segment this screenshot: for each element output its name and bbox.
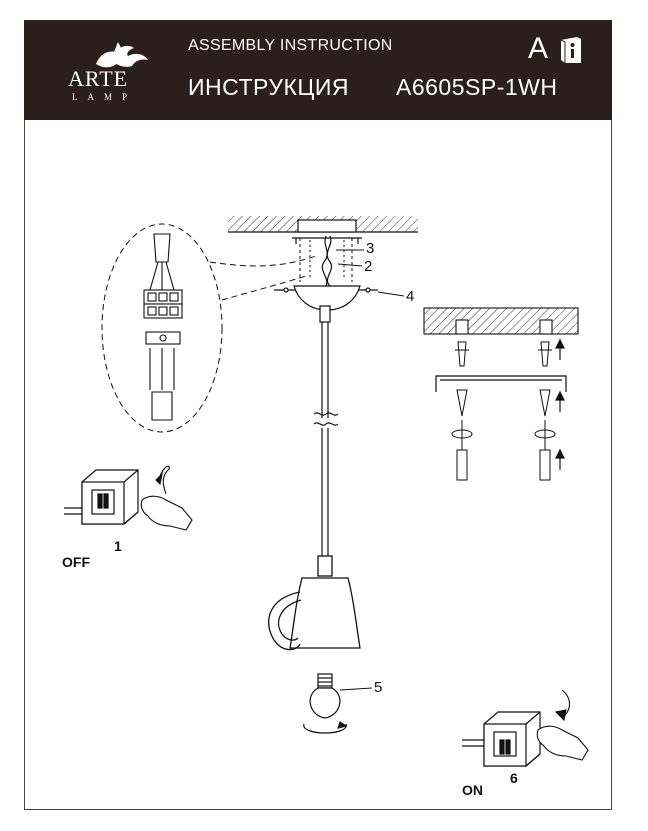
callout-3: 3	[366, 240, 375, 257]
callout-6: 6	[510, 770, 518, 786]
callout-leaders	[336, 249, 405, 691]
wall-anchor-icon	[455, 341, 552, 367]
griffin-logo-icon	[96, 42, 148, 68]
title-russian: ИНСТРУКЦИЯ	[188, 74, 350, 100]
switch-box-icon	[462, 711, 541, 767]
model-number: A6605SP-1WH	[396, 74, 558, 100]
hand-icon	[536, 689, 589, 761]
callout-2: 2	[364, 258, 373, 275]
language-letter: A	[528, 32, 549, 65]
pendant-cord	[313, 305, 339, 556]
brand-subtitle: LAMP	[72, 92, 138, 102]
bulb-icon	[303, 673, 348, 734]
mounting-plate	[292, 219, 362, 244]
ceiling-section	[423, 307, 579, 335]
arrow-icon	[555, 338, 565, 470]
header-bar: ARTE LAMP ASSEMBLY INSTRUCTION ИНСТРУКЦИ…	[24, 20, 612, 120]
lamp-shade	[268, 555, 361, 651]
screwdriver-icon	[451, 420, 556, 481]
mounting-bracket	[435, 375, 567, 392]
wiring-detail	[101, 223, 317, 433]
switch-on-label: ON	[462, 782, 483, 798]
title-english: ASSEMBLY INSTRUCTION	[188, 37, 393, 54]
hand-icon	[140, 465, 193, 531]
bracket-screws	[456, 389, 551, 417]
brand-name: ARTE	[68, 66, 129, 91]
callout-5: 5	[374, 679, 383, 696]
callout-1: 1	[114, 538, 122, 554]
callout-4: 4	[406, 288, 415, 305]
info-book-icon	[560, 37, 581, 63]
mounting-screws	[299, 238, 353, 282]
switch-off-label: OFF	[62, 554, 90, 570]
wires	[321, 235, 333, 287]
switch-box-icon	[64, 469, 139, 525]
terminal-block-icon	[143, 233, 183, 421]
